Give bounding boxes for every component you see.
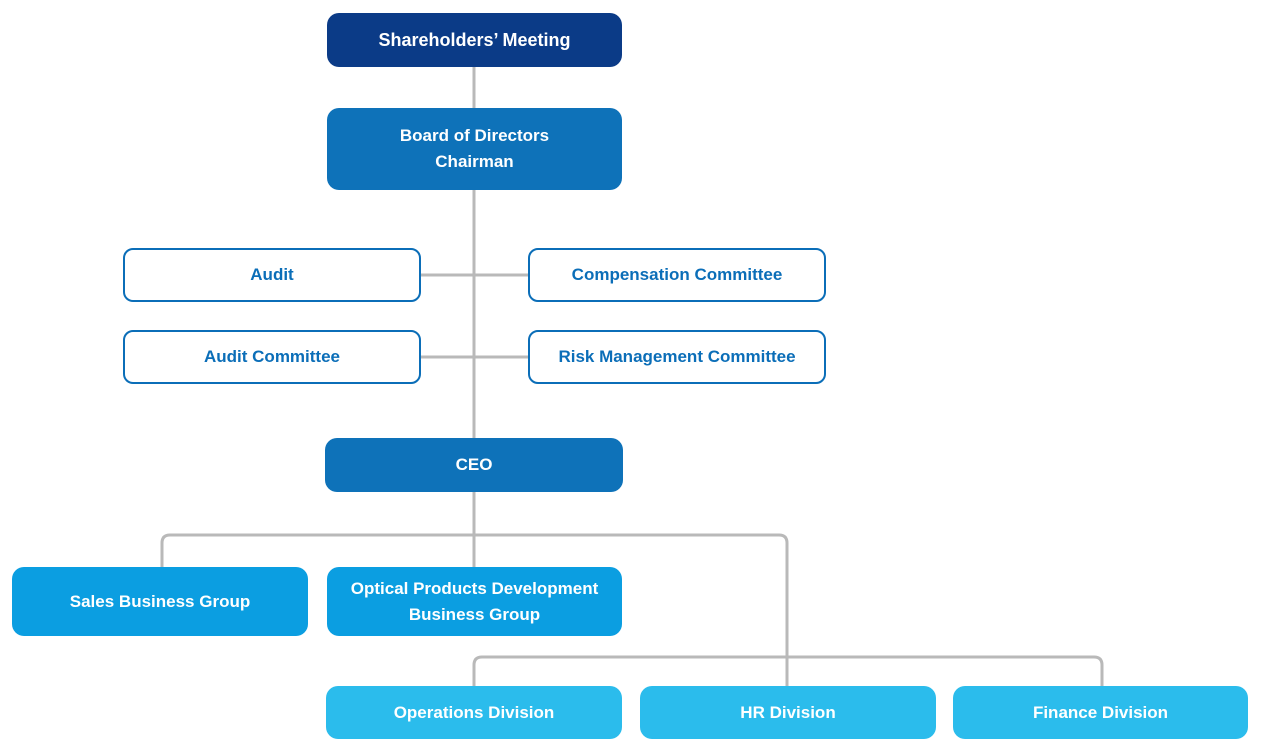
node-ceo: CEO bbox=[325, 438, 623, 492]
node-label: CEO bbox=[455, 455, 493, 474]
node-label: Shareholders’ Meeting bbox=[378, 30, 571, 50]
edge-ceo-branch-1 bbox=[160, 533, 789, 686]
node-optical-products-development-business-group: Optical Products Development Business Gr… bbox=[327, 567, 622, 636]
node-label: Compensation Committee bbox=[571, 265, 783, 284]
node-label: Risk Management Committee bbox=[558, 347, 796, 366]
node-audit-committee: Audit Committee bbox=[123, 330, 421, 384]
node-risk-management-committee: Risk Management Committee bbox=[528, 330, 826, 384]
node-audit: Audit bbox=[123, 248, 421, 302]
node-finance-division: Finance Division bbox=[953, 686, 1248, 739]
node-shareholders-meeting: Shareholders’ Meeting bbox=[327, 13, 622, 67]
node-compensation-committee: Compensation Committee bbox=[528, 248, 826, 302]
node-label: Audit bbox=[250, 265, 294, 284]
node-label: Audit Committee bbox=[204, 347, 340, 366]
node-board-of-directors-chairman: Board of Directors Chairman bbox=[327, 108, 622, 190]
node-hr-division: HR Division bbox=[640, 686, 936, 739]
node-label: Finance Division bbox=[1032, 702, 1169, 722]
node-operations-division: Operations Division bbox=[326, 686, 622, 739]
edge-ceo-branch-2 bbox=[472, 655, 1104, 686]
node-sales-business-group: Sales Business Group bbox=[12, 567, 308, 636]
node-label: Board of Directors Chairman bbox=[399, 126, 550, 171]
node-label: Sales Business Group bbox=[69, 591, 251, 611]
node-label: Operations Division bbox=[393, 702, 555, 722]
node-label: HR Division bbox=[740, 702, 836, 722]
node-label: Optical Products Development Business Gr… bbox=[350, 578, 599, 624]
